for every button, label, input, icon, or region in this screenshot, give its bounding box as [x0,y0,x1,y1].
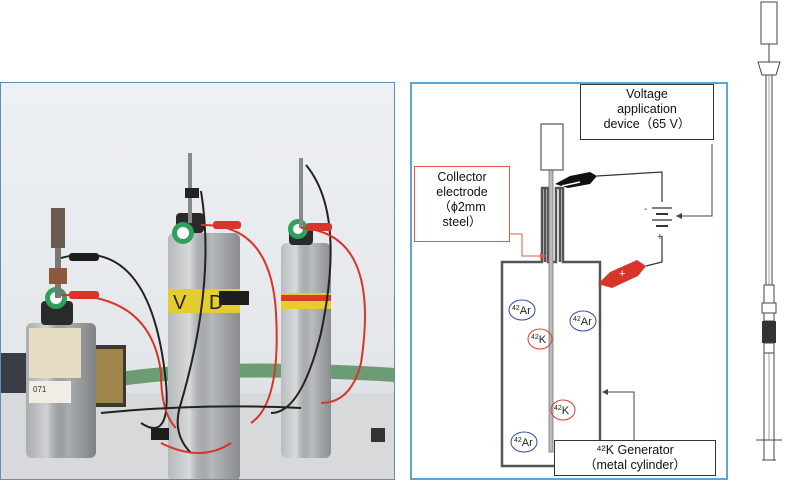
voltage-label-line3: device（65 V） [603,117,691,131]
collector-electrode-label: Collector electrode （ϕ2mm steel） [414,166,510,242]
collector-label-line2: electrode [436,185,488,199]
collector-holder [540,123,564,171]
generator-label-line2: （metal cylinder） [583,458,687,472]
black-clip [555,172,597,188]
collector-label-line1: Collector [437,170,487,184]
battery-minus: - [644,204,647,215]
collector-technical-drawing [740,0,785,484]
apparatus-photo-drawing: 071 V D [1,153,394,479]
voltage-label-line1: Voltage [626,87,668,101]
voltage-label-line2: application [617,102,677,116]
collector-technical-svg [756,1,782,461]
battery-plus: + [657,232,663,243]
photo-label-v: V [173,292,187,314]
svg-text:42Ar: 42Ar [512,305,531,317]
svg-text:42K: 42K [531,334,547,346]
ion-42ar-3: 42Ar [510,431,538,453]
svg-text:42Ar: 42Ar [573,316,592,328]
collector-label-line4: steel） [442,215,482,229]
red-clip: + [598,260,646,288]
svg-text:071: 071 [33,385,47,394]
diagram-drawing: + - + 42Ar 42K 42Ar [500,123,713,468]
clip-plus: + [619,268,625,280]
collector-label-line3: （ϕ2mm [438,200,486,214]
voltage-device-label: Voltage application device（65 V） [580,84,714,140]
generator-label: ⁴²K Generator （metal cylinder） [554,440,716,476]
ion-42ar-1: 42Ar [508,299,536,321]
svg-text:42Ar: 42Ar [514,437,533,449]
ion-42ar-2: 42Ar [569,310,597,332]
svg-text:42K: 42K [554,405,570,417]
generator-label-line1: ⁴²K Generator [596,443,674,457]
apparatus-photo: 071 V D [0,82,395,480]
diagram-panel: + - + 42Ar 42K 42Ar [410,82,728,480]
ion-42k-1: 42K [527,328,553,350]
ion-42k-2: 42K [550,399,576,421]
